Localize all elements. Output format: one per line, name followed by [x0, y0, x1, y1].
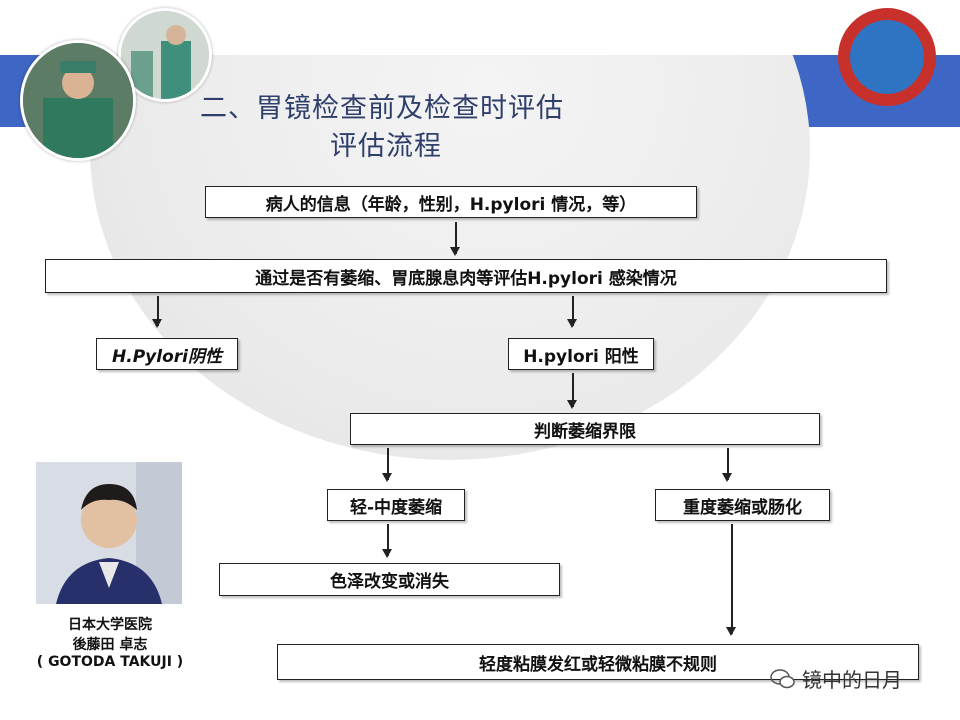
hp-positive-box: H.pylori 阳性 [508, 338, 654, 370]
wechat-icon [770, 668, 795, 688]
hospital-logo [838, 8, 936, 106]
severe-atrophy-box: 重度萎缩或肠化 [655, 489, 830, 521]
arrow-neg [153, 296, 161, 328]
surgeon-photo-large [20, 40, 136, 161]
patient-info-box: 病人的信息（年龄，性别，H.pylori 情况，等） [205, 186, 697, 218]
arrow-color [383, 524, 391, 558]
doctor-portrait [36, 462, 182, 604]
arrow-mild [383, 448, 391, 482]
judge-atrophy-box: 判断萎缩界限 [350, 413, 820, 445]
page-title: 二、胃镜检查前及检查时评估 [200, 93, 564, 124]
doctor-name: 後藤田 卓志 [72, 637, 148, 653]
arrow-pos [568, 296, 576, 328]
final-finding-box: 轻度粘膜发红或轻微粘膜不规则 [277, 644, 919, 680]
doctor-name-romaji: ( GOTODA TAKUJI ) [36, 654, 184, 670]
arrow-severe [723, 448, 731, 482]
watermark: 镜中的日月 [770, 664, 902, 693]
color-change-box: 色泽改变或消失 [219, 563, 560, 596]
surgeon-photo-small-graphic [121, 11, 209, 99]
mild-atrophy-box: 轻-中度萎缩 [327, 489, 465, 521]
arrow-judge [568, 373, 576, 409]
surgeon-photo-large-graphic [23, 43, 133, 158]
hp-negative-box: H.Pylori阴性 [96, 338, 238, 370]
arrow-1 [451, 222, 459, 256]
doctor-portrait-graphic [36, 462, 182, 604]
page-subtitle: 评估流程 [330, 131, 442, 162]
arrow-final [727, 524, 735, 636]
assessment-box: 通过是否有萎缩、胃底腺息肉等评估H.pylori 感染情况 [45, 259, 887, 293]
watermark-text: 镜中的日月 [802, 668, 902, 692]
doctor-hospital: 日本大学医院 [68, 617, 152, 633]
logo-emblem-icon [850, 20, 924, 94]
